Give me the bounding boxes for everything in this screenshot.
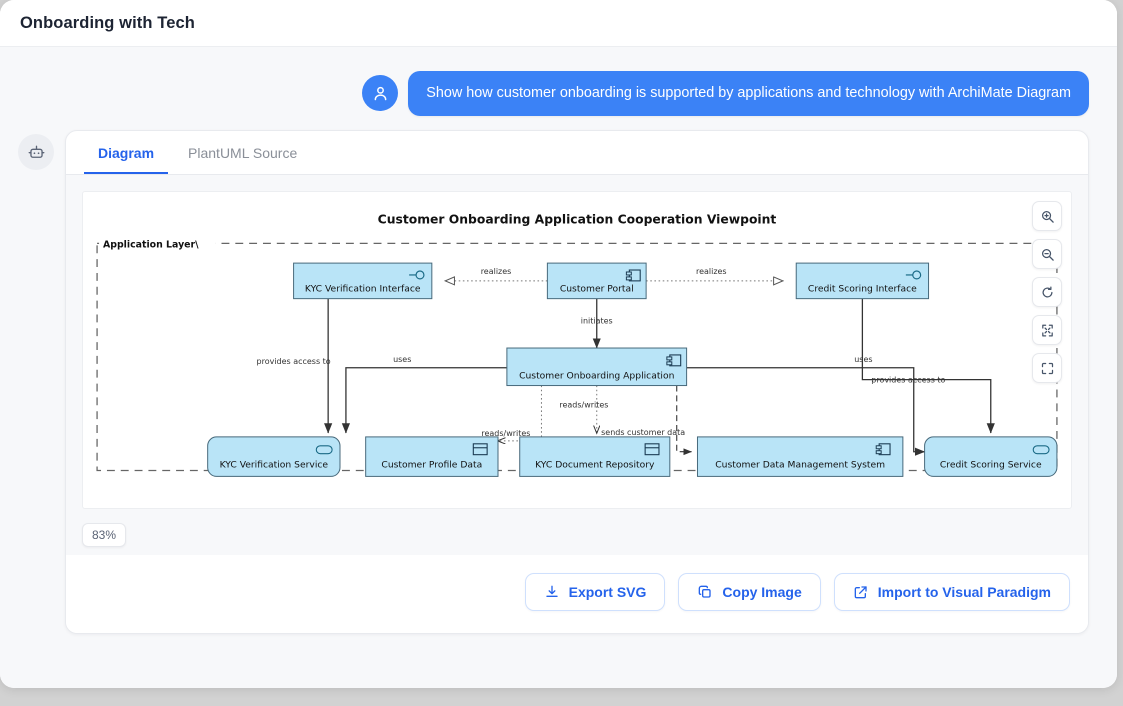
- export-svg-label: Export SVG: [568, 584, 647, 601]
- fullscreen-button[interactable]: [1032, 353, 1062, 384]
- zoom-out-button[interactable]: [1032, 239, 1062, 270]
- edge-label-uses-credit: uses: [854, 355, 872, 364]
- service-icon: [1032, 445, 1050, 455]
- diagram-toolbar: [1032, 201, 1062, 384]
- edge-label-provides-access-kyc: provides access to: [257, 357, 331, 366]
- component-icon: [666, 354, 682, 367]
- archimate-diagram: Customer Onboarding Application Cooperat…: [96, 213, 1058, 478]
- node-label: KYC Verification Service: [220, 460, 329, 471]
- node-customer-portal[interactable]: Customer Portal: [546, 263, 647, 300]
- zoom-in-icon: [1041, 210, 1054, 223]
- app-window: Onboarding with Tech Show how customer o…: [0, 0, 1117, 688]
- node-credit-scoring-service[interactable]: Credit Scoring Service: [924, 436, 1058, 478]
- edge-label-realizes-kyc: realizes: [481, 267, 512, 276]
- edge-sends-customer-data: [676, 385, 692, 456]
- reset-view-button[interactable]: [1032, 277, 1062, 308]
- download-icon: [545, 586, 558, 598]
- zoom-level-badge: 83%: [82, 523, 127, 548]
- user-message-row: Show how customer onboarding is supporte…: [0, 47, 1117, 117]
- robot-icon: [28, 145, 44, 158]
- node-label: Customer Onboarding Application: [519, 371, 675, 382]
- page-title: Onboarding with Tech: [20, 13, 195, 32]
- node-label: Customer Profile Data: [381, 460, 482, 471]
- copy-icon: [699, 586, 712, 599]
- tab-diagram[interactable]: Diagram: [84, 131, 169, 175]
- lollipop-icon: [409, 270, 425, 280]
- edge-label-realizes-credit: realizes: [696, 267, 727, 276]
- lollipop-icon: [905, 270, 922, 280]
- edge-provides-access-credit: [861, 299, 995, 434]
- reset-view-icon: [1042, 286, 1052, 298]
- edge-label-sends-customer-data: sends customer data: [601, 428, 685, 437]
- tab-bar: Diagram PlantUML Source: [66, 131, 1088, 176]
- chat-body: Show how customer onboarding is supporte…: [0, 47, 1117, 688]
- diagram-canvas[interactable]: Customer Onboarding Application Cooperat…: [82, 191, 1072, 510]
- fit-screen-button[interactable]: [1032, 315, 1062, 346]
- fit-screen-icon: [1041, 324, 1053, 337]
- external-link-icon: [854, 586, 867, 599]
- component-icon: [875, 443, 891, 456]
- node-label: KYC Document Repository: [535, 460, 655, 471]
- fullscreen-icon: [1041, 362, 1053, 375]
- node-credit-scoring-interface[interactable]: Credit Scoring Interface: [795, 263, 930, 300]
- export-svg-button[interactable]: Export SVG: [524, 573, 666, 612]
- node-customer-profile-data[interactable]: Customer Profile Data: [365, 436, 499, 478]
- tab-plantuml-source[interactable]: PlantUML Source: [188, 145, 298, 162]
- app-header: Onboarding with Tech: [0, 0, 1117, 47]
- user-icon: [374, 86, 387, 100]
- diagram-result-card: Diagram PlantUML Source: [65, 130, 1089, 635]
- node-kyc-document-repository[interactable]: KYC Document Repository: [519, 436, 671, 478]
- node-label: KYC Verification Interface: [305, 284, 421, 295]
- node-label: Customer Data Management System: [715, 460, 885, 471]
- copy-image-label: Copy Image: [722, 584, 802, 601]
- node-label: Customer Portal: [560, 284, 634, 295]
- edge-label-readswrites-docs: reads/writes: [559, 401, 608, 410]
- edge-uses-kyc-service: [341, 367, 507, 434]
- user-message-bubble: Show how customer onboarding is supporte…: [408, 71, 1089, 117]
- edge-label-uses-kyc: uses: [393, 355, 411, 364]
- zoom-out-icon: [1041, 248, 1054, 261]
- node-label: Credit Scoring Service: [940, 460, 1042, 471]
- node-kyc-verification-service[interactable]: KYC Verification Service: [207, 436, 341, 478]
- edge-label-initiates: initiates: [581, 317, 613, 326]
- import-visual-paradigm-label: Import to Visual Paradigm: [877, 584, 1051, 601]
- assistant-avatar: [18, 134, 54, 171]
- service-icon: [315, 445, 333, 455]
- diagram-action-bar: Export SVG Copy Image: [66, 555, 1088, 634]
- diagram-viewport: Customer Onboarding Application Cooperat…: [66, 175, 1088, 556]
- copy-image-button[interactable]: Copy Image: [678, 573, 821, 612]
- component-icon: [625, 269, 641, 282]
- node-kyc-verification-interface[interactable]: KYC Verification Interface: [293, 263, 433, 300]
- data-object-icon: [472, 443, 488, 456]
- application-layer-label: Application Layer\: [103, 240, 199, 251]
- node-customer-onboarding-application[interactable]: Customer Onboarding Application: [506, 347, 688, 387]
- edge-uses-credit-service: [686, 367, 926, 457]
- node-label: Credit Scoring Interface: [808, 284, 917, 295]
- assistant-message-row: Diagram PlantUML Source: [0, 116, 1117, 635]
- data-object-icon: [644, 443, 660, 456]
- diagram-title: Customer Onboarding Application Cooperat…: [378, 213, 777, 227]
- node-customer-data-management-system[interactable]: Customer Data Management System: [696, 436, 904, 478]
- user-avatar: [362, 75, 399, 111]
- edge-label-readswrites-profile: reads/writes: [481, 429, 530, 438]
- group-label-bg: [99, 235, 216, 252]
- import-visual-paradigm-button[interactable]: Import to Visual Paradigm: [833, 573, 1070, 612]
- zoom-in-button[interactable]: [1032, 201, 1062, 232]
- edge-label-provides-access-credit: provides access to: [871, 376, 945, 385]
